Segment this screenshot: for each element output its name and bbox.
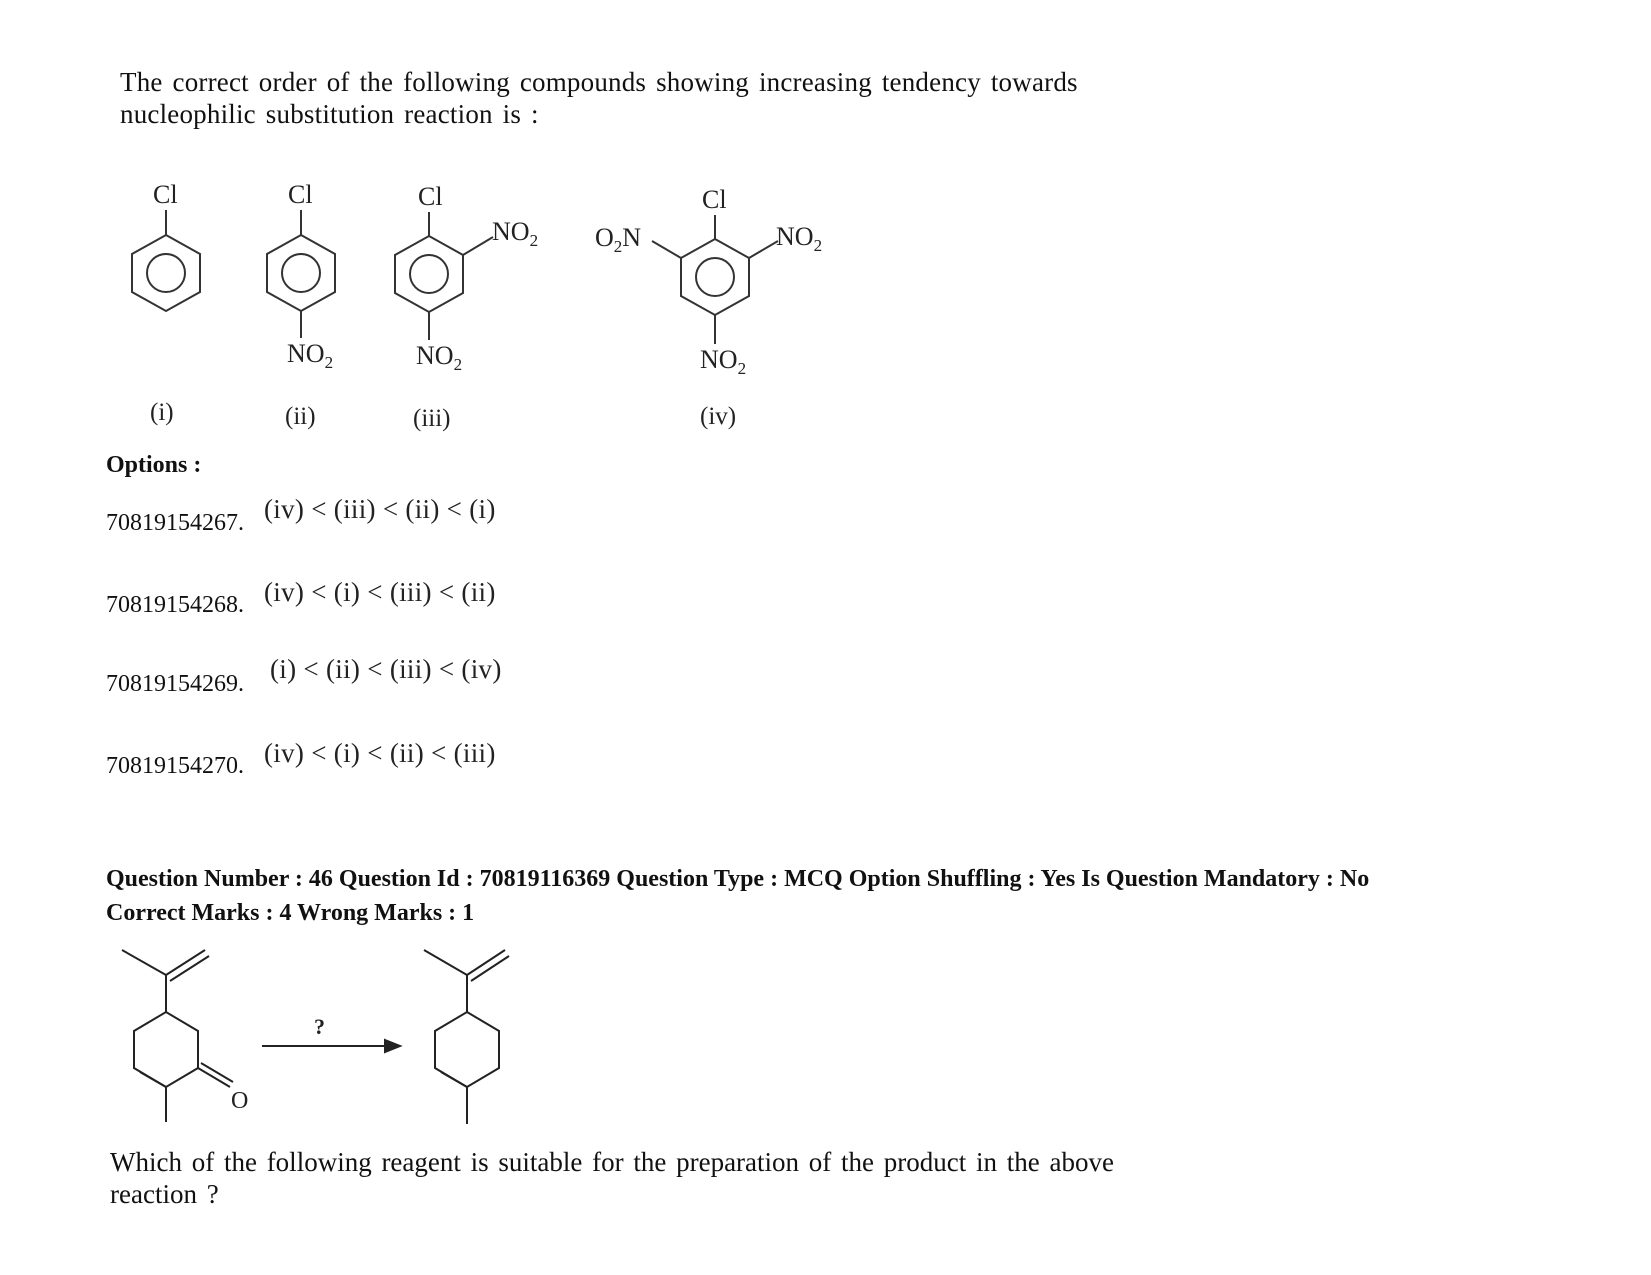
compound-i-label: (i) xyxy=(150,399,174,426)
compound-iii-label: (iii) xyxy=(413,405,451,432)
question-1-text-line-1: The correct order of the following compo… xyxy=(120,67,1078,97)
option-2-answer[interactable]: (iv) < (i) < (iii) < (ii) xyxy=(264,577,496,607)
question-2-text: Which of the following reagent is suitab… xyxy=(110,1146,1230,1210)
compound-iv-label: (iv) xyxy=(700,403,736,430)
option-4-id: 70819154270. xyxy=(106,753,244,779)
reaction-arrow: ? xyxy=(262,1014,403,1054)
compound-ii: Cl NO2 (ii) xyxy=(266,180,336,430)
compound-iv-no2-para: NO2 xyxy=(700,345,746,378)
option-1-id: 70819154267. xyxy=(106,510,244,536)
option-2-id: 70819154268. xyxy=(106,592,244,618)
compound-ii-no2: NO2 xyxy=(287,339,333,372)
product-structure xyxy=(423,949,510,1124)
compound-ii-cl: Cl xyxy=(288,180,313,209)
compounds-diagram: Cl (i) Cl NO2 (ii) Cl NO2 NO2 (iii) Cl O… xyxy=(131,180,822,432)
option-4-answer[interactable]: (iv) < (i) < (ii) < (iii) xyxy=(264,738,496,768)
compound-i: Cl (i) xyxy=(131,180,201,426)
question-2-meta-line-2: Correct Marks : 4 Wrong Marks : 1 xyxy=(106,900,475,926)
question-1-text-line-2: nucleophilic substitution reaction is : xyxy=(120,99,539,129)
question-2-text-line-1: Which of the following reagent is suitab… xyxy=(110,1147,1114,1177)
option-3-id: 70819154269. xyxy=(106,671,244,697)
question-2-text-line-2: reaction ? xyxy=(110,1179,219,1209)
compound-iv-o2n: O2N xyxy=(595,223,641,256)
compound-iv-cl: Cl xyxy=(702,185,727,214)
compound-iii: Cl NO2 NO2 (iii) xyxy=(394,182,538,432)
question-1-text: The correct order of the following compo… xyxy=(120,66,1240,130)
compound-ii-label: (ii) xyxy=(285,403,316,430)
option-1-answer[interactable]: (iv) < (iii) < (ii) < (i) xyxy=(264,494,496,524)
options-title: Options : xyxy=(106,452,202,478)
reaction-reagent-unknown: ? xyxy=(314,1014,325,1039)
reactant-structure: O xyxy=(121,949,248,1122)
compound-i-cl: Cl xyxy=(153,180,178,209)
reactant-oxygen: O xyxy=(231,1088,248,1114)
compound-iv: Cl O2N NO2 NO2 (iv) xyxy=(595,185,822,430)
compound-iii-no2-para: NO2 xyxy=(416,341,462,374)
compound-iii-cl: Cl xyxy=(418,182,443,211)
question-2-meta: Question Number : 46 Question Id : 70819… xyxy=(106,862,1586,930)
question-2-meta-line-1: Question Number : 46 Question Id : 70819… xyxy=(106,866,1370,892)
compound-iii-no2-ortho: NO2 xyxy=(492,217,538,250)
compound-iv-no2-right: NO2 xyxy=(776,222,822,255)
option-3-answer[interactable]: (i) < (ii) < (iii) < (iv) xyxy=(270,654,502,684)
